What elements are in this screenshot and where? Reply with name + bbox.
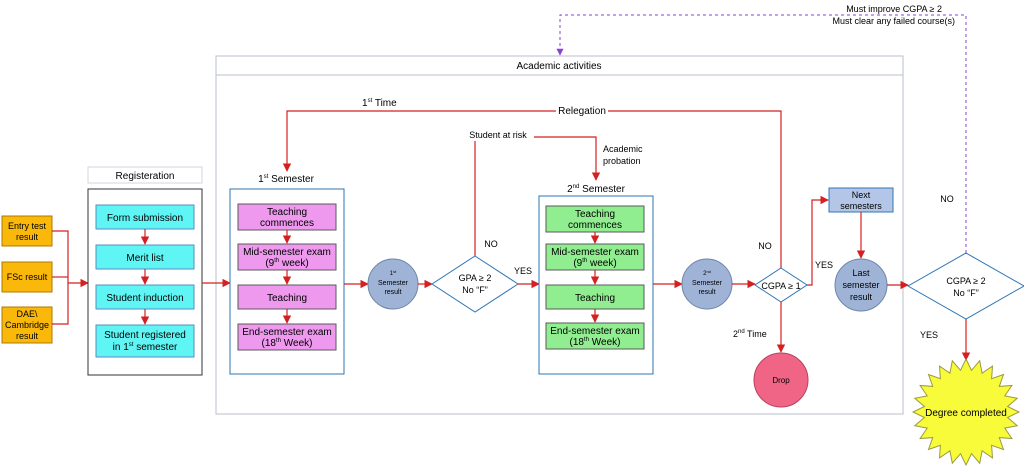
last-result-line1: Last	[852, 268, 870, 278]
sem1-teaching-label: Teaching	[267, 293, 307, 304]
sem2-result-line3: result	[698, 289, 715, 296]
fsc-label: FSc result	[7, 272, 48, 282]
student-registered-line2: in 1st semester	[113, 342, 178, 353]
cgpa1-yes-path	[807, 195, 829, 286]
sem1-result-ordinal: 1st	[390, 269, 397, 277]
gpa-condition-line1: GPA ≥ 2	[459, 273, 492, 283]
sem2-teaching-commences-box	[545, 205, 645, 233]
last-result-line3: result	[850, 292, 873, 302]
student-at-risk-path	[474, 136, 601, 256]
registration-panel: Registeration Form submission Merit list…	[87, 166, 203, 376]
semester2-title: 2nd Semester	[567, 184, 625, 195]
sem1-endsem-line2: (18th Week)	[262, 338, 313, 349]
input-dae-cambridge: DAE\ Cambridge result	[1, 306, 53, 344]
sem1-result-line3: result	[384, 289, 401, 296]
semester1-title: 1st Semester	[258, 174, 314, 185]
improvement-loop-path	[556, 14, 967, 253]
sem2-midsem-line2: (9th week)	[573, 258, 616, 269]
sem2-teaching-label: Teaching	[575, 293, 615, 304]
improve-line1: Must improve CGPA ≥ 2	[846, 4, 942, 14]
cgpa1-yes-label: YES	[815, 260, 833, 270]
degree-star-shape	[911, 357, 1021, 467]
sem1-endsem-box	[237, 323, 337, 351]
entry-test-line1: Entry test	[8, 221, 47, 231]
semester2-panel: 2nd Semester Teaching commences Mid-seme…	[538, 184, 654, 375]
academic-probation-line1: Academic	[603, 144, 643, 154]
dae-line2: Cambridge	[5, 320, 49, 330]
sem2-endsem-box	[545, 322, 645, 350]
sem1-teaching-commences-line1: Teaching	[267, 207, 307, 218]
sem1-midsem-line1: Mid-semester exam	[243, 247, 331, 258]
sem1-result-circle: 1st Semester result	[367, 258, 419, 310]
sem2-result-ordinal: 2nd	[703, 269, 711, 277]
registration-title: Registeration	[116, 171, 175, 182]
degree-completed-label: Degree completed	[925, 408, 1007, 419]
student-at-risk-label: Student at risk	[469, 130, 527, 140]
cgpa2-decision-diamond: CGPA ≥ 2 No “F”	[906, 252, 1024, 320]
merit-list-label: Merit list	[126, 253, 163, 264]
relegation-path	[282, 110, 782, 268]
input-connectors	[52, 230, 89, 325]
sem2-result-circle: 2nd Semester result	[681, 258, 733, 310]
cgpa1-no-label: NO	[758, 241, 772, 251]
sem2-teaching-commences-line1: Teaching	[575, 209, 615, 220]
next-semesters-line1: Next	[852, 190, 871, 200]
dae-line3: result	[16, 331, 39, 341]
input-entry-test: Entry test result	[1, 215, 53, 247]
cgpa2-condition-line1: CGPA ≥ 2	[946, 276, 985, 286]
final-yes-label: YES	[920, 330, 938, 340]
sem2-endsem-line2: (18th Week)	[570, 337, 621, 348]
student-registered-line1: Student registered	[104, 330, 186, 341]
student-registered-box	[95, 324, 195, 358]
form-submission-box	[95, 204, 195, 230]
cgpa2-condition-line2: No “F”	[953, 288, 979, 298]
final-no-label: NO	[940, 194, 954, 204]
sem2-result-line2: Semester	[692, 280, 723, 287]
gpa-no-label: NO	[484, 239, 498, 249]
last-semester-result-circle: Last semester result	[834, 258, 888, 312]
sem1-midsem-line2: (9th week)	[265, 258, 308, 269]
sem2-midsem-line1: Mid-semester exam	[551, 247, 639, 258]
improve-line2: Must clear any failed course(s)	[832, 16, 955, 26]
gpa-decision-diamond: GPA ≥ 2 No “F”	[431, 255, 519, 313]
sem1-teaching-box	[237, 284, 337, 310]
student-induction-label: Student induction	[106, 293, 183, 304]
entry-test-line2: result	[16, 232, 39, 242]
degree-completed-star: Degree completed	[911, 357, 1021, 467]
sem1-endsem-line1: End-semester exam	[242, 327, 331, 338]
last-result-line2: semester	[842, 280, 879, 290]
second-time-label: 2nd Time	[733, 329, 767, 339]
dae-line1: DAE\	[16, 309, 38, 319]
relegation-label: Relegation	[558, 106, 606, 117]
academic-probation-line2: probation	[603, 156, 641, 166]
next-semesters-line2: semesters	[840, 201, 882, 211]
cgpa1-condition: CGPA ≥ 1	[761, 281, 800, 291]
academic-activities-title: Academic activities	[516, 61, 601, 72]
drop-circle: Drop	[753, 352, 809, 408]
form-submission-label: Form submission	[107, 213, 183, 224]
drop-label: Drop	[772, 376, 790, 385]
gpa-condition-line2: No “F”	[462, 285, 488, 295]
input-fsc: FSc result	[1, 261, 53, 293]
sem1-teaching-commences-box	[237, 203, 337, 231]
sem2-teaching-box	[545, 284, 645, 310]
sem1-teaching-commences-line2: commences	[260, 218, 314, 229]
gpa-yes-label: YES	[514, 266, 532, 276]
next-semesters-box: Next semesters	[828, 187, 894, 213]
sem2-teaching-commences-line2: commences	[568, 220, 622, 231]
first-time-label: 1st Time	[362, 98, 397, 109]
sem2-endsem-line1: End-semester exam	[550, 326, 639, 337]
sem1-result-line2: Semester	[378, 280, 409, 287]
semester1-panel: 1st Semester Teaching commences Mid-seme…	[229, 174, 345, 375]
